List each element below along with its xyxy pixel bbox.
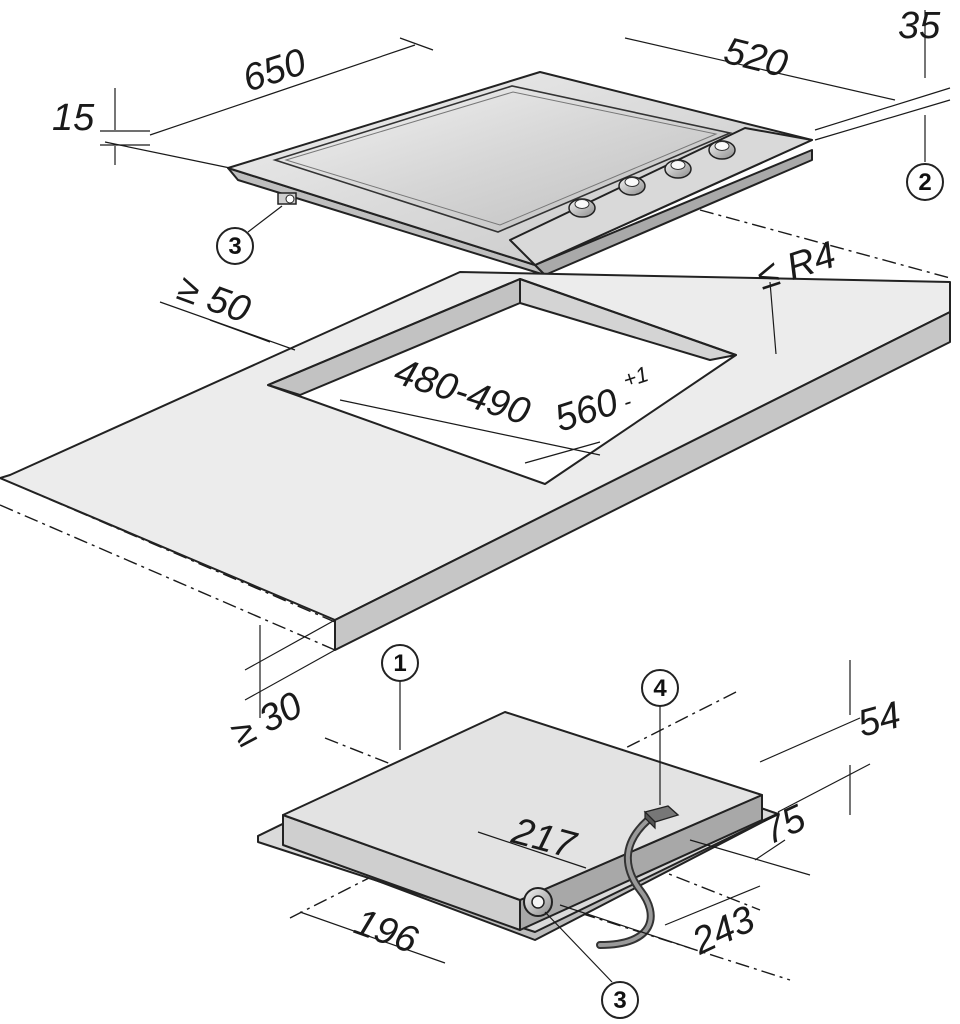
callout-4: 4 xyxy=(641,669,679,805)
callout-3-bottom: 3 xyxy=(544,911,639,1019)
hob-housing-top xyxy=(282,711,763,901)
hob-glass-inner xyxy=(284,91,718,226)
control-knobs xyxy=(568,140,736,218)
countertop-dimension-lines xyxy=(159,281,777,718)
callout-3-top-label: 3 xyxy=(228,233,241,260)
gas-inlet-icon xyxy=(523,887,553,917)
connection-box-icon xyxy=(643,805,680,830)
callout-2-label: 2 xyxy=(918,169,931,196)
dim-min-30: ≥ 30 xyxy=(225,684,310,756)
gas-connector-icon xyxy=(277,192,297,205)
callout-1-label: 1 xyxy=(393,650,406,677)
hob-right-edge xyxy=(534,149,813,276)
dim-54: 54 xyxy=(853,694,905,746)
knob-icon xyxy=(618,176,646,196)
dim-520: 520 xyxy=(720,30,792,86)
top-dimension-lines xyxy=(100,10,951,169)
knob-icon xyxy=(568,198,596,218)
callout-3-top: 3 xyxy=(216,205,283,265)
hob-glass-surface xyxy=(272,85,733,233)
dim-35: 35 xyxy=(898,5,941,47)
knob-icon xyxy=(708,140,736,160)
callout-2: 2 xyxy=(906,158,944,201)
dim-243: 243 xyxy=(685,898,761,963)
bottom-dimension-lines xyxy=(299,660,871,964)
dim-650: 650 xyxy=(238,41,311,101)
dim-196: 196 xyxy=(349,901,424,962)
callout-4-label: 4 xyxy=(653,675,667,702)
knob-icon xyxy=(664,159,692,179)
callout-3-bottom-label: 3 xyxy=(613,987,626,1014)
hob-appliance xyxy=(227,71,813,276)
countertop-front-edge xyxy=(334,311,951,651)
callout-1: 1 xyxy=(381,644,419,750)
dim-15: 15 xyxy=(52,97,95,139)
countertop xyxy=(0,209,951,651)
cutout-outline xyxy=(267,278,737,485)
dim-75: 75 xyxy=(756,797,813,853)
hob-underside xyxy=(257,689,791,981)
